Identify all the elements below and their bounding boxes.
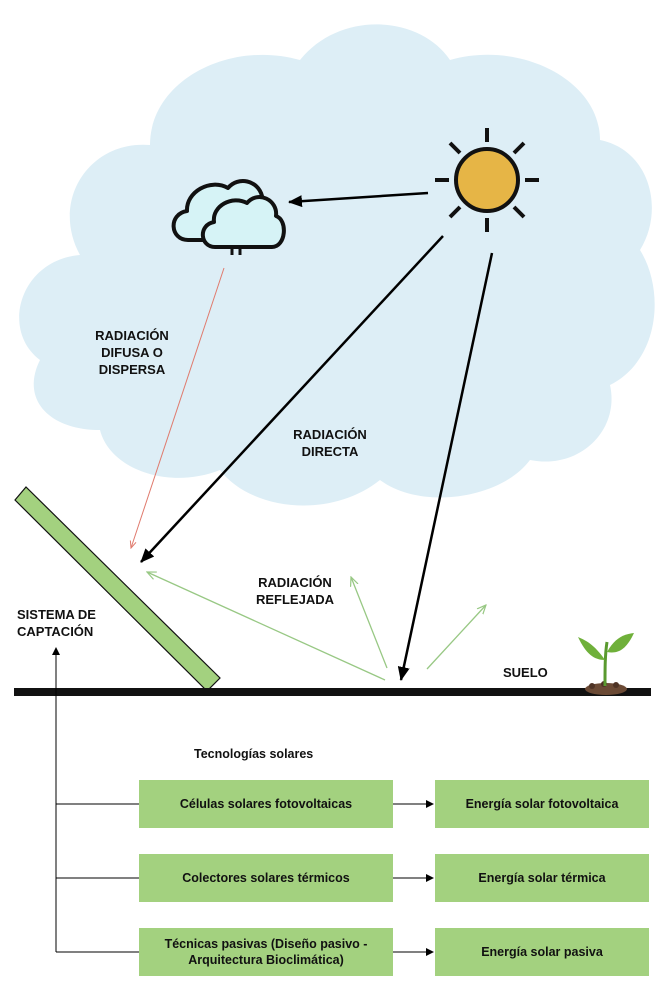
sun-to-cloud-arrow bbox=[288, 191, 429, 208]
direct-radiation-arrow bbox=[140, 235, 444, 563]
solar-panel bbox=[14, 486, 221, 692]
tech-box-passive: Técnicas pasivas (Diseño pasivo - Arquit… bbox=[139, 928, 393, 976]
energy-box-photovoltaic: Energía solar fotovoltaica bbox=[435, 780, 649, 828]
capture-system-label: SISTEMA DE CAPTACIÓN bbox=[17, 607, 96, 639]
reflected-radiation-label: RADIACIÓN REFLEJADA bbox=[255, 575, 334, 607]
direct-radiation-ground-arrow bbox=[397, 252, 494, 681]
technology-flow-lines bbox=[52, 647, 434, 956]
ground-line bbox=[14, 688, 651, 696]
energy-box-thermal: Energía solar térmica bbox=[435, 854, 649, 902]
diffuse-radiation-arrow bbox=[131, 267, 225, 548]
sun-icon bbox=[435, 128, 539, 232]
sky-cloud-background bbox=[19, 24, 655, 506]
reflected-arrow-right bbox=[426, 605, 486, 670]
tech-box-photovoltaic: Células solares fotovoltaicas bbox=[139, 780, 393, 828]
energy-box-passive: Energía solar pasiva bbox=[435, 928, 649, 976]
reflected-arrow-up bbox=[351, 577, 388, 669]
tech-box-thermal: Colectores solares térmicos bbox=[139, 854, 393, 902]
diffuse-radiation-label: RADIACIÓN DIFUSA O DISPERSA bbox=[95, 328, 169, 377]
solar-technologies-heading: Tecnologías solares bbox=[194, 747, 314, 761]
cloud-icon bbox=[171, 179, 286, 255]
reflected-arrow-to-panel bbox=[147, 572, 386, 681]
sprout-icon bbox=[578, 633, 634, 695]
ground-label: SUELO bbox=[503, 665, 548, 680]
direct-radiation-label: RADIACIÓN DIRECTA bbox=[293, 427, 367, 459]
